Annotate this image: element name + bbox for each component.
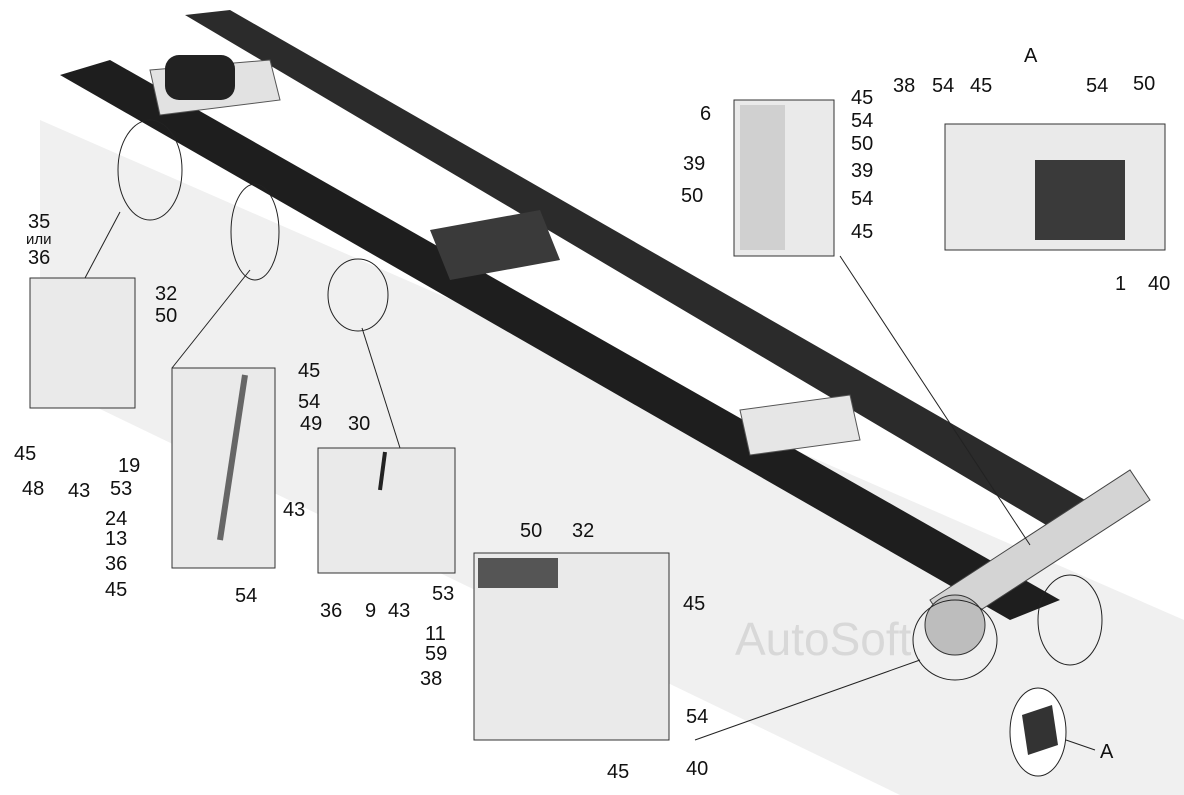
label-ml-45: 45 [298,360,320,382]
detail-circle-5 [1037,574,1103,666]
view-a-label: А [1024,45,1038,67]
label-left-45: 45 [14,443,36,465]
label-left-50: 50 [155,305,177,327]
label-m-30: 30 [348,413,370,435]
label-36: 36 [28,247,50,269]
inset-middle [317,447,456,574]
label-ml-36: 36 [105,553,127,575]
cross-member-2 [430,210,560,280]
label-35: 35 [28,211,50,233]
label-t-54b: 54 [851,188,873,210]
label-b-40: 40 [686,758,708,780]
label-b-45: 45 [683,593,705,615]
label-m-43: 43 [283,499,305,521]
callout-a-label: А [1100,741,1114,763]
label-t-54: 54 [851,110,873,132]
label-m-43b: 43 [388,600,410,622]
label-b-54: 54 [686,706,708,728]
inset-left [29,277,136,409]
label-a-54: 54 [932,75,954,97]
label-left-53: 53 [110,478,132,500]
label-t-50b: 50 [851,133,873,155]
label-b-59: 59 [425,643,447,665]
label-b-38: 38 [420,668,442,690]
bracket-a [1022,705,1058,755]
rail-section-11 [478,558,558,588]
near-rail [60,60,1060,620]
leader-a [1065,739,1096,751]
far-rail [185,10,1120,545]
label-t-45b: 45 [851,221,873,243]
label-left-43: 43 [68,480,90,502]
label-ml-24: 24 [105,508,127,530]
label-t-6: 6 [700,103,711,125]
label-m-36: 36 [320,600,342,622]
label-a-45: 45 [970,75,992,97]
label-ml-54b: 54 [235,585,257,607]
label-ili: или [26,231,52,248]
cross-member-3 [739,394,861,456]
rod-24 [217,374,248,541]
label-t-39b: 39 [851,160,873,182]
bracket-view-a [1035,160,1125,240]
label-b-50: 50 [520,520,542,542]
leader-2 [171,269,251,369]
label-t-39: 39 [683,153,705,175]
label-left-32: 32 [155,283,177,305]
label-a-1: 1 [1115,273,1126,295]
label-b-45b: 45 [607,761,629,783]
bolt-30 [378,451,387,491]
label-a-40: 40 [1148,273,1170,295]
label-m-49: 49 [300,413,322,435]
label-a-38: 38 [893,75,915,97]
leader-4 [694,659,921,741]
leader-3 [361,327,401,449]
label-ml-45b: 45 [105,579,127,601]
label-ml-13: 13 [105,528,127,550]
detail-circle-3 [327,258,389,332]
inset-middle-left [171,367,276,569]
label-a-54b: 54 [1086,75,1108,97]
watermark: AutoSoft [735,613,912,665]
label-b-11: 11 [425,623,446,645]
leader-5 [839,255,1031,546]
detail-circle-4 [912,599,998,681]
label-left-19: 19 [118,455,140,477]
detail-circle-1 [117,119,183,221]
ground-plane [40,120,1184,795]
spare-block [165,55,235,100]
label-m-53: 53 [432,583,454,605]
label-b-32: 32 [572,520,594,542]
label-t-45: 45 [851,87,873,109]
label-a-50: 50 [1133,73,1155,95]
plate-6 [740,105,785,250]
leader-1 [84,211,121,279]
label-ml-54: 54 [298,391,320,413]
label-t-50: 50 [681,185,703,207]
detail-circle-2 [230,183,280,281]
rear-hub [924,594,986,656]
label-left-48: 48 [22,478,44,500]
label-m-9: 9 [365,600,376,622]
